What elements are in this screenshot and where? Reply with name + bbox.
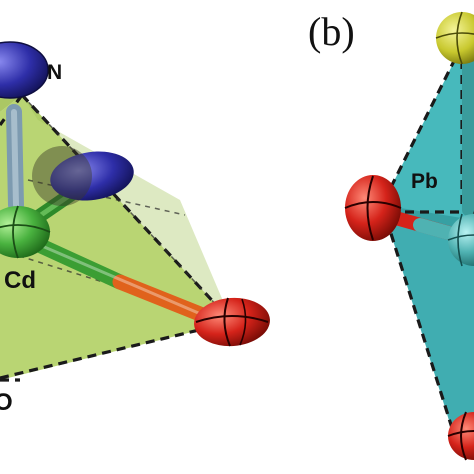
panel-b: (b) — [308, 9, 474, 461]
o-atom-left — [344, 175, 402, 241]
atom-label-n: N — [47, 61, 62, 84]
panel-a: N Cd O — [0, 41, 270, 416]
cd-atom — [0, 205, 51, 259]
n-atom-second — [32, 146, 134, 206]
n-atom-top — [0, 41, 49, 99]
o-atom-bottom — [447, 411, 474, 461]
o-atom-right — [194, 297, 270, 347]
polyhedron-b-face-lower — [382, 205, 474, 440]
panel-label-b: (b) — [308, 9, 355, 54]
polyhedron-b-face-main — [382, 35, 474, 250]
pb-atom — [447, 213, 474, 267]
atom-label-cd: Cd — [4, 267, 36, 294]
atom-label-o: O — [0, 389, 13, 416]
s-atom-top — [435, 11, 474, 65]
atom-label-pb: Pb — [411, 170, 438, 193]
